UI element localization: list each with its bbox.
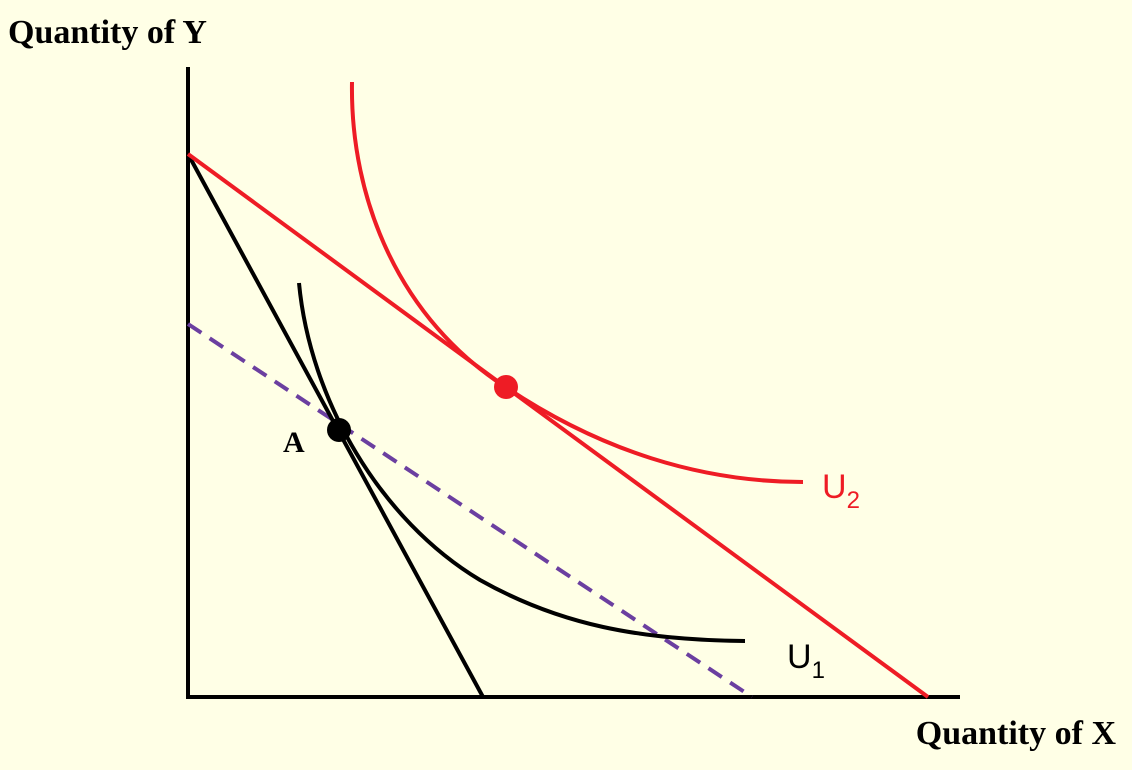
compensated-budget-line xyxy=(186,322,754,699)
u1-label: U1 xyxy=(787,638,825,684)
indifference-curve-u2 xyxy=(349,81,804,484)
new-equilibrium-marker xyxy=(494,375,518,399)
x-axis-title: Quantity of X xyxy=(916,715,1117,752)
point-a-marker xyxy=(327,418,351,442)
y-axis-title: Quantity of Y xyxy=(8,14,207,51)
u2-label: U2 xyxy=(822,468,860,514)
new-budget-line xyxy=(186,152,930,699)
indifference-curve-u1 xyxy=(297,282,746,643)
point-a-label: A xyxy=(283,426,305,459)
